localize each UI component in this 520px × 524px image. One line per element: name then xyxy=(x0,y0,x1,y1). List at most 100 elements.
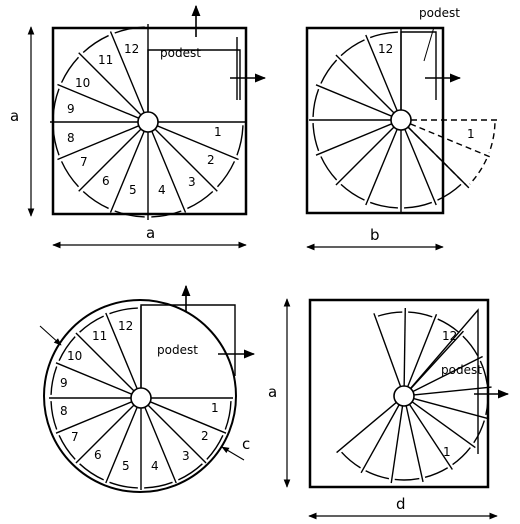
step-number-2: 2 xyxy=(201,429,209,443)
tread-outer-arc xyxy=(236,125,244,156)
panel-d-square-stair: podest 12 1 a d xyxy=(268,298,510,520)
podest-pointer xyxy=(423,26,435,62)
center-column xyxy=(390,109,412,131)
stair-treads xyxy=(309,28,467,212)
tread-edge-line xyxy=(109,31,145,114)
step-number-3: 3 xyxy=(182,449,190,463)
tread-outer-arc xyxy=(340,39,365,57)
tread-outer-arc xyxy=(58,435,76,460)
tread-edge-line xyxy=(407,126,470,189)
step-number-5: 5 xyxy=(122,459,130,473)
dimension-label-a-vertical: a xyxy=(10,107,19,125)
step-number-10: 10 xyxy=(75,76,90,90)
tread-edge-line xyxy=(109,130,145,213)
tread-outer-arc xyxy=(404,201,433,209)
tread-edge-line xyxy=(55,401,133,434)
step-number-1: 1 xyxy=(214,125,222,139)
step-number-1: 1 xyxy=(467,127,475,141)
tread-outer-arc xyxy=(82,34,109,54)
tread-edge-line xyxy=(315,123,393,156)
tread-outer-arc xyxy=(151,210,182,218)
tread-outer-arc xyxy=(52,125,60,156)
pointer-arrow-outer-upper xyxy=(39,325,62,346)
step-number-7: 7 xyxy=(80,155,88,169)
tread-edge-line xyxy=(412,355,483,393)
tread-outer-arc xyxy=(144,481,173,489)
tread-outer-arc xyxy=(320,59,338,84)
tread-edge-line xyxy=(75,332,135,392)
tread-outer-arc xyxy=(58,336,76,361)
tread-outer-arc xyxy=(60,56,80,83)
dimension-label-a: a xyxy=(268,383,277,401)
step-number-10: 10 xyxy=(67,349,82,363)
tread-edge-line xyxy=(413,397,490,420)
landing-outline xyxy=(400,31,437,120)
center-column xyxy=(137,111,159,133)
tread-edge-line xyxy=(403,307,406,387)
stair-treads xyxy=(49,306,233,490)
tread-edge-line xyxy=(365,34,398,112)
step-number-6: 6 xyxy=(102,174,110,188)
stairwell-outline xyxy=(51,26,248,216)
tread-outer-arc xyxy=(79,315,104,333)
tread-outer-arc xyxy=(377,311,403,317)
tread-edge-line xyxy=(75,404,135,464)
tread-edge-line xyxy=(315,84,393,117)
tread-outer-arc xyxy=(340,183,365,201)
step-number-4: 4 xyxy=(151,459,159,473)
tread-outer-arc xyxy=(312,88,320,117)
tread-edge-line xyxy=(360,404,400,474)
panel-c-circular-stair: podest c 1 2 3 4 5 6 7 8 9 10 11 12 xyxy=(39,284,256,493)
tread-edge-line xyxy=(410,330,464,390)
tread-edge-line xyxy=(105,406,138,484)
tread-outer-arc xyxy=(216,161,236,188)
dimension-label-a-horizontal: a xyxy=(146,224,155,242)
podest-label: podest xyxy=(157,343,198,357)
tread-outer-arc xyxy=(408,311,433,318)
tread-outer-arc xyxy=(488,123,496,154)
tread-edge-line xyxy=(57,83,140,119)
step-number-11: 11 xyxy=(98,53,113,67)
tread-outer-arc xyxy=(114,210,145,218)
step-number-12: 12 xyxy=(378,42,393,56)
tread-outer-arc xyxy=(79,463,104,481)
tread-edge-line xyxy=(78,52,142,116)
tread-edge-line xyxy=(57,125,140,161)
tread-edge-line xyxy=(55,362,133,395)
landing-outline xyxy=(403,308,479,454)
tread-outer-arc xyxy=(60,161,80,188)
tread-edge-line xyxy=(407,313,438,387)
tread-edge-line xyxy=(411,401,476,449)
outer-circle xyxy=(43,299,237,493)
step-number-12: 12 xyxy=(442,329,457,343)
tread-outer-arc xyxy=(469,158,488,185)
center-column xyxy=(130,387,152,409)
step-number-11: 11 xyxy=(92,329,107,343)
podest-label: podest xyxy=(419,6,460,20)
tread-edge-line xyxy=(409,123,490,158)
tread-outer-arc xyxy=(109,481,138,489)
tread-edge-line xyxy=(151,130,187,213)
step-number-1: 1 xyxy=(211,401,219,415)
dimension-label-b: b xyxy=(370,226,380,244)
tread-edge-line xyxy=(335,126,395,186)
tread-outer-arc xyxy=(437,183,462,201)
tread-outer-arc xyxy=(52,88,60,119)
tread-outer-arc xyxy=(50,401,58,430)
tread-edge-line xyxy=(373,313,402,387)
dimension-label-d: d xyxy=(396,495,406,513)
tread-outer-arc xyxy=(341,451,361,469)
tread-edge-line xyxy=(154,128,218,192)
tread-edge-line xyxy=(147,404,207,464)
tread-edge-line xyxy=(78,128,142,192)
center-column xyxy=(393,385,415,407)
step-number-4: 4 xyxy=(158,183,166,197)
pointer-arrow-outer-lower xyxy=(221,446,245,461)
tread-outer-arc xyxy=(369,201,398,209)
step-number-8: 8 xyxy=(60,404,68,418)
podest-label: podest xyxy=(160,46,201,60)
tread-outer-arc xyxy=(394,477,420,481)
tread-edge-line xyxy=(405,405,424,483)
tread-outer-arc xyxy=(424,467,449,479)
